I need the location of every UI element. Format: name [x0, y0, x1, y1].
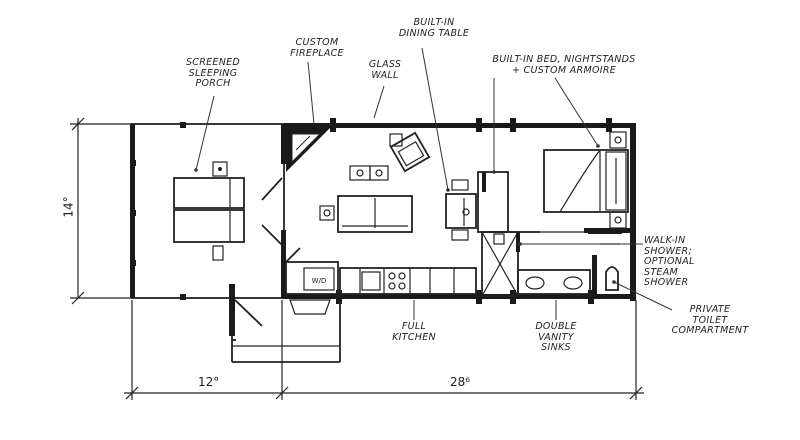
wall-post	[510, 290, 516, 304]
wall-post	[330, 118, 336, 132]
label-line: PORCH	[195, 78, 231, 89]
bath-core	[477, 171, 630, 299]
label-line: FULL	[401, 321, 427, 332]
south-wall	[284, 294, 636, 299]
label-fireplace: CUSTOM FIREPLACE	[282, 37, 352, 59]
double-vanity	[517, 269, 591, 295]
side-table	[389, 133, 403, 147]
wall-post	[476, 118, 482, 132]
interior-west-wall	[281, 230, 286, 298]
wall-post	[510, 118, 516, 132]
porch-screen-wall	[131, 123, 285, 299]
label-line: BUILT-IN BED, NIGHTSTANDS	[492, 54, 636, 65]
label-line: SHOWER;	[644, 245, 692, 257]
label-line: STEAM	[644, 266, 679, 278]
leader-lines	[194, 47, 673, 320]
sofa	[337, 195, 413, 233]
laundry-closet	[285, 261, 339, 295]
interior-west-wall	[281, 124, 286, 164]
label-line: FIREPLACE	[290, 47, 344, 59]
label-line: CUSTOM	[295, 37, 339, 48]
porch-beds	[173, 161, 245, 261]
dimension-lines	[70, 117, 644, 400]
label-sleeping-porch: SCREENED SLEEPING PORCH	[178, 57, 248, 90]
label-toilet-compartment: PRIVATE TOILET COMPARTMENT	[660, 304, 760, 337]
dimension-porch-width: 12°	[198, 375, 220, 389]
label-line: COMPARTMENT	[671, 325, 749, 336]
label-line: BUILT-IN	[413, 17, 455, 28]
porch-post	[180, 294, 186, 300]
wall-post	[476, 290, 482, 304]
porch-nightstand	[212, 161, 228, 177]
label-line: DINING TABLE	[398, 27, 470, 39]
porch-post	[130, 210, 136, 216]
bedroom	[543, 131, 629, 234]
dimension-height: 14°	[61, 196, 76, 218]
label-line: PRIVATE	[689, 304, 731, 315]
porch-post	[130, 260, 136, 266]
label-line: WALL	[371, 69, 399, 81]
kitchen-counter	[339, 267, 477, 295]
label-line: SLEEPING	[188, 67, 238, 79]
label-line: SCREENED	[185, 57, 241, 68]
wall-post	[588, 290, 594, 304]
built-in-bed	[543, 149, 629, 213]
walk-in-shower	[481, 231, 519, 297]
vanity-sink	[525, 276, 545, 290]
washer-dryer-label: W/D	[312, 277, 327, 285]
exterior-walls	[130, 118, 636, 304]
label-glass-wall: GLASS WALL	[360, 59, 410, 81]
porch-post	[130, 160, 136, 166]
label-line: OPTIONAL	[644, 256, 695, 267]
armchair	[389, 131, 431, 173]
porch-post	[180, 122, 186, 128]
label-line: GLASS	[368, 59, 402, 70]
label-line: WALK-IN	[644, 235, 686, 246]
label-line: DOUBLE	[535, 321, 577, 332]
kitchen	[285, 247, 477, 295]
fireplace	[286, 128, 330, 172]
vanity-sink	[563, 276, 583, 290]
nightstand	[609, 211, 627, 229]
coffee-table	[349, 165, 371, 181]
label-built-in-bed: BUILT-IN BED, NIGHTSTANDS + CUSTOM ARMOI…	[484, 54, 644, 76]
dining-table	[445, 179, 477, 241]
wall-post	[336, 290, 342, 304]
wall-post	[606, 118, 612, 132]
label-dining-table: BUILT-IN DINING TABLE	[394, 17, 474, 39]
east-wall	[630, 123, 636, 301]
label-line: KITCHEN	[392, 331, 436, 343]
label-line: SINKS	[541, 342, 571, 353]
toilet	[605, 266, 619, 291]
cooktop-burner	[388, 272, 396, 280]
porch-doors	[229, 177, 341, 363]
porch-bed	[173, 209, 245, 243]
pillows	[605, 151, 627, 211]
label-full-kitchen: FULL KITCHEN	[384, 321, 444, 343]
end-table	[319, 205, 335, 221]
porch-nightstand	[212, 245, 224, 261]
porch-bed	[173, 177, 245, 209]
label-double-vanity: DOUBLE VANITY SINKS	[526, 321, 586, 354]
dimension-main-width: 28⁶	[450, 375, 471, 389]
label-line: VANITY	[538, 331, 574, 343]
label-line: + CUSTOM ARMOIRE	[511, 64, 617, 76]
nightstand	[609, 131, 627, 149]
label-walk-in-shower: WALK-IN SHOWER; OPTIONAL STEAM SHOWER	[644, 235, 704, 289]
north-wall	[284, 123, 636, 128]
label-line: TOILET	[692, 314, 728, 326]
label-line: SHOWER	[644, 277, 689, 288]
kitchen-sink	[361, 271, 381, 291]
living-furniture	[319, 131, 431, 233]
